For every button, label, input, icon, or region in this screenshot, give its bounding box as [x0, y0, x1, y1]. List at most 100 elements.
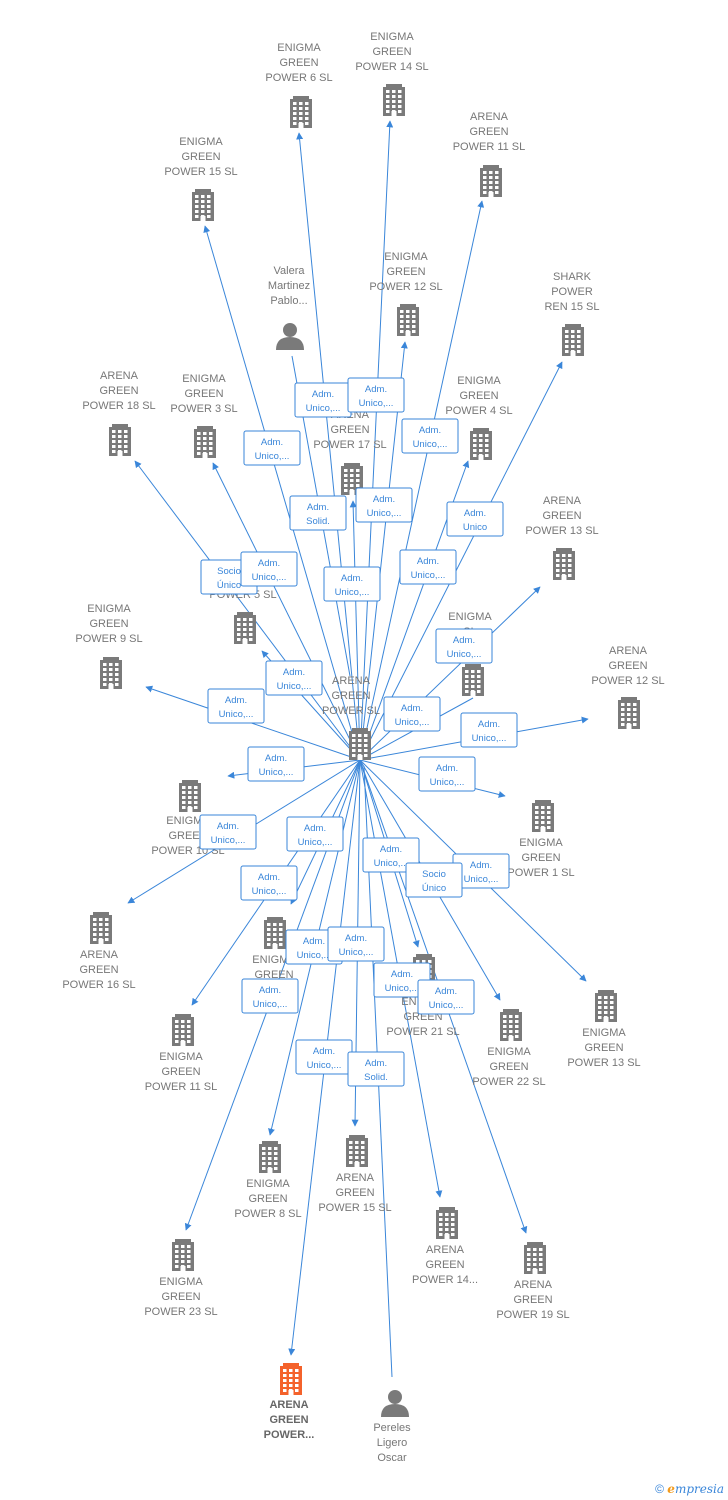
building-icon[interactable] — [532, 800, 554, 832]
building-icon[interactable] — [436, 1207, 458, 1239]
label-line: POWER 15 SL — [318, 1202, 391, 1214]
label-line: ENIGMA — [582, 1027, 626, 1039]
building-icon[interactable] — [480, 165, 502, 197]
relation-text: Unico,... — [411, 570, 446, 581]
label-line: ARENA — [332, 675, 371, 687]
building-icon[interactable] — [349, 728, 371, 760]
label-line: GREEN — [425, 1259, 464, 1271]
relation-label-p5[interactable]: Adm.Unico,... — [265, 660, 323, 696]
relation-box — [383, 696, 441, 732]
relation-label-agp[interactable]: Adm.Unico,... — [295, 1039, 353, 1075]
relation-label-eg12[interactable]: Adm.Unico,... — [355, 487, 413, 523]
building-icon[interactable] — [192, 189, 214, 221]
relation-label-eg1[interactable]: Adm.Unico,... — [418, 756, 476, 792]
relation-text: Unico,... — [464, 874, 499, 885]
relation-text: Adm. — [312, 389, 334, 400]
building-icon[interactable] — [290, 96, 312, 128]
building-icon[interactable] — [553, 548, 575, 580]
relation-text: Adm. — [401, 703, 423, 714]
relation-box — [247, 746, 305, 782]
relation-label-eg14[interactable]: Adm.Unico,... — [347, 377, 405, 413]
person-icon[interactable] — [276, 323, 304, 350]
relation-text: Unico,... — [395, 717, 430, 728]
relation-text: Adm. — [436, 763, 458, 774]
building-icon[interactable] — [470, 428, 492, 460]
relation-text: Adm. — [307, 502, 329, 513]
relation-label-ag12[interactable]: Adm.Unico,... — [460, 712, 518, 748]
relation-text: Adm. — [341, 573, 363, 584]
label-line: ENIGMA — [457, 375, 501, 387]
label-line: GREEN — [269, 1414, 308, 1426]
edge-line-ag17 — [349, 500, 361, 761]
brand-logo[interactable]: empresia — [667, 1482, 724, 1496]
building-icon[interactable] — [264, 917, 286, 949]
relation-label-eg3[interactable]: Adm.Unico,... — [240, 551, 298, 587]
building-icon[interactable] — [383, 84, 405, 116]
building-icon[interactable] — [90, 912, 112, 944]
relation-label-eg15[interactable]: Adm.Unico,... — [243, 430, 301, 466]
relation-label-enig_r[interactable]: Adm. Unico,... — [383, 696, 441, 732]
relation-box — [286, 816, 344, 852]
building-icon[interactable] — [500, 1009, 522, 1041]
relation-label-eg10[interactable]: Adm.Unico,... — [247, 746, 305, 782]
relation-label-eg11[interactable]: Adm.Unico,... — [240, 865, 298, 901]
building-icon[interactable] — [172, 1239, 194, 1271]
label-line: POWER SL — [322, 705, 380, 717]
label-line: ENIGMA — [448, 611, 492, 623]
relation-label-eg23[interactable]: Adm.Unico,... — [241, 978, 299, 1014]
building-icon[interactable] — [595, 990, 617, 1022]
label-line: GREEN — [513, 1294, 552, 1306]
relation-label-shark15[interactable]: Adm.Unico — [446, 501, 504, 537]
building-icon[interactable] — [100, 657, 122, 689]
relation-label-eg4[interactable]: Adm.Unico,... — [399, 549, 457, 585]
label-line: ENIGMA — [487, 1046, 531, 1058]
building-icon[interactable] — [397, 304, 419, 336]
copyright-symbol: © — [655, 1482, 664, 1496]
relation-label-pereles[interactable]: Adm.Solid. — [347, 1051, 405, 1087]
edge-line-eg14 — [359, 120, 394, 761]
relation-label-eg21[interactable]: Adm.Unico,... — [362, 837, 420, 873]
relation-label-ag13[interactable]: Adm.Unico,... — [435, 628, 493, 664]
building-icon[interactable] — [172, 1014, 194, 1046]
building-icon[interactable] — [234, 612, 256, 644]
building-icon[interactable] — [346, 1135, 368, 1167]
building-icon[interactable] — [618, 697, 640, 729]
relation-text: Unico,... — [359, 398, 394, 409]
relation-label-eg9[interactable]: Adm.Unico,... — [207, 688, 265, 724]
label-line: ENIGMA — [252, 954, 296, 966]
building-icon[interactable] — [179, 780, 201, 812]
label-line: POWER 19 SL — [496, 1309, 569, 1321]
relation-label-ag16[interactable]: Adm.Unico,... — [199, 814, 257, 850]
building-icon[interactable] — [280, 1363, 302, 1395]
relation-label-valera[interactable]: Adm.Solid. — [289, 495, 347, 531]
relation-label-eg_mid[interactable]: Adm.Unico,... — [286, 816, 344, 852]
building-icon[interactable] — [259, 1141, 281, 1173]
building-icon[interactable] — [524, 1242, 546, 1274]
relation-box — [399, 549, 457, 585]
label-line: ENIGMA — [519, 837, 563, 849]
person-icon[interactable] — [381, 1390, 409, 1417]
building-icon[interactable] — [194, 426, 216, 458]
relation-box — [418, 756, 476, 792]
relation-label-ag11[interactable]: Adm.Unico,... — [401, 418, 459, 454]
relation-label-ag19[interactable]: Adm.Unico,... — [417, 979, 475, 1015]
relation-label-eg6[interactable]: Adm. Unico,... — [294, 382, 352, 418]
footer-credit: © empresia — [655, 1482, 724, 1496]
relation-text: Unico,... — [306, 403, 341, 414]
relation-text: Adm. — [435, 986, 457, 997]
label-line: ARENA — [80, 949, 119, 961]
relation-label-ag15[interactable]: Adm.Unico,... — [327, 926, 385, 962]
relation-label-ag17[interactable]: Adm.Unico,... — [323, 566, 381, 602]
label-line: GREEN — [161, 1291, 200, 1303]
building-icon[interactable] — [562, 324, 584, 356]
relation-text: Unico,... — [339, 947, 374, 958]
building-icon[interactable] — [462, 664, 484, 696]
building-icon[interactable] — [109, 424, 131, 456]
